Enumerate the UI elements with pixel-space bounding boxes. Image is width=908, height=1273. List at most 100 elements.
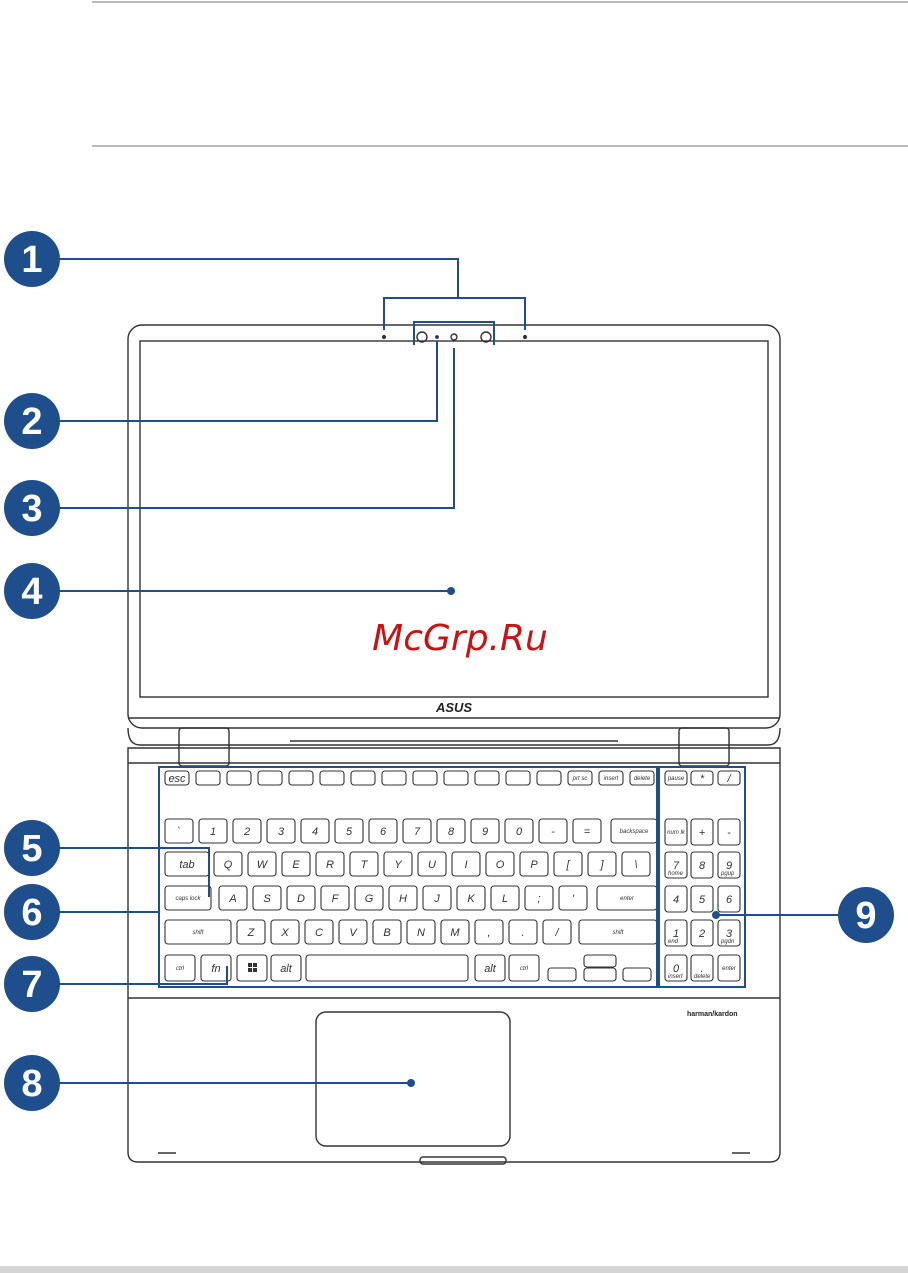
number-key-1[interactable]: 1	[198, 818, 228, 844]
right-arrow-key[interactable]	[622, 967, 652, 982]
right-alt-key[interactable]: alt	[474, 954, 506, 982]
numpad-key-5-1[interactable]: .delete	[690, 954, 714, 982]
fn-key-11[interactable]	[505, 770, 531, 786]
key-zxcv-1[interactable]: Z	[236, 919, 266, 945]
left-alt-key[interactable]: alt	[270, 954, 302, 982]
fn-key-15[interactable]: delete	[629, 770, 655, 786]
key-7[interactable]: J	[422, 885, 452, 911]
mic-left-icon	[381, 334, 387, 340]
fn-key[interactable]: fn	[200, 954, 232, 982]
key-8[interactable]: K	[456, 885, 486, 911]
fn-key-9[interactable]	[443, 770, 469, 786]
tab-key[interactable]: tab	[164, 851, 210, 877]
numpad-multiply-key[interactable]: *	[690, 770, 714, 786]
left-ctrl-key[interactable]: ctrl	[164, 954, 196, 982]
letter-key-r[interactable]: R	[315, 851, 345, 877]
key-zxcv-8[interactable]: ,	[474, 919, 504, 945]
numpad-key-1-2[interactable]: -	[717, 818, 741, 846]
key-3[interactable]: D	[286, 885, 316, 911]
fn-key-4[interactable]	[288, 770, 314, 786]
key-6[interactable]: H	[388, 885, 418, 911]
touchpad[interactable]	[315, 1011, 511, 1147]
letter-key-\[interactable]: \	[621, 851, 651, 877]
key-2[interactable]: S	[252, 885, 282, 911]
fn-key-12[interactable]	[536, 770, 562, 786]
fn-key-0[interactable]: esc	[164, 770, 190, 786]
letter-key-i-label: I	[464, 859, 467, 871]
letter-key-e[interactable]: E	[281, 851, 311, 877]
key-zxcv-2[interactable]: X	[270, 919, 300, 945]
number-key-9[interactable]: 9	[470, 818, 500, 844]
number-key-0[interactable]: `	[164, 818, 194, 844]
fn-key-7[interactable]	[381, 770, 407, 786]
number-key-3[interactable]: 3	[266, 818, 296, 844]
number-key-11[interactable]: -	[538, 818, 568, 844]
number-key-2[interactable]: 2	[232, 818, 262, 844]
left-arrow-key[interactable]	[547, 967, 577, 982]
numpad-divide-key[interactable]: /	[717, 770, 741, 786]
enter-key[interactable]: enter	[596, 885, 658, 911]
fn-key-6[interactable]	[350, 770, 376, 786]
number-key-7[interactable]: 7	[402, 818, 432, 844]
key-zxcv-5[interactable]: B	[372, 919, 402, 945]
number-key-4[interactable]: 4	[300, 818, 330, 844]
numpad-key-1-0[interactable]: num lk	[664, 818, 688, 846]
right-shift-key[interactable]: shift	[578, 919, 658, 945]
letter-key-w[interactable]: W	[247, 851, 277, 877]
key-1[interactable]: A	[218, 885, 248, 911]
letter-key-[[interactable]: [	[553, 851, 583, 877]
letter-key-q[interactable]: Q	[213, 851, 243, 877]
number-key-8[interactable]: 8	[436, 818, 466, 844]
key-4[interactable]: F	[320, 885, 350, 911]
key-zxcv-10[interactable]: /	[542, 919, 572, 945]
numpad-key-5-2[interactable]: enter	[717, 954, 741, 982]
number-key-12[interactable]: =	[572, 818, 602, 844]
letter-key-y[interactable]: Y	[383, 851, 413, 877]
pause-key[interactable]: pause	[664, 770, 688, 786]
key-zxcv-9[interactable]: .	[508, 919, 538, 945]
spacebar-key[interactable]	[305, 954, 469, 982]
fn-key-5[interactable]	[319, 770, 345, 786]
up-arrow-key[interactable]	[583, 954, 617, 968]
key-5[interactable]: G	[354, 885, 384, 911]
letter-key-u[interactable]: U	[417, 851, 447, 877]
number-key-5[interactable]: 5	[334, 818, 364, 844]
key-zxcv-6[interactable]: N	[406, 919, 436, 945]
numpad-key-3-0[interactable]: 4	[664, 885, 688, 913]
numpad-key-4-1[interactable]: 2	[690, 919, 714, 947]
fn-key-14[interactable]: insert	[598, 770, 624, 786]
fn-key-2[interactable]	[226, 770, 252, 786]
key-zxcv-3[interactable]: C	[304, 919, 334, 945]
letter-key-o[interactable]: O	[485, 851, 515, 877]
left-shift-key[interactable]: shift	[164, 919, 232, 945]
caps-lock-key[interactable]: caps lock	[164, 885, 212, 911]
fn-key-13[interactable]: prt sc	[567, 770, 593, 786]
fn-key-8[interactable]	[412, 770, 438, 786]
letter-key-t[interactable]: T	[349, 851, 379, 877]
backspace-key[interactable]: backspace	[610, 818, 658, 844]
numpad-key-1-1[interactable]: +	[690, 818, 714, 846]
letter-key-p[interactable]: P	[519, 851, 549, 877]
number-key-10[interactable]: 0	[504, 818, 534, 844]
numpad-key-2-1[interactable]: 8	[690, 851, 714, 879]
numpad-key-3-1[interactable]: 5	[690, 885, 714, 913]
number-key-6[interactable]: 6	[368, 818, 398, 844]
numpad-key-3-2[interactable]: 6	[717, 885, 741, 913]
fn-key-3[interactable]	[257, 770, 283, 786]
key-9[interactable]: L	[490, 885, 520, 911]
fn-key-10[interactable]	[474, 770, 500, 786]
key-10[interactable]: ;	[524, 885, 554, 911]
key-11[interactable]: '	[558, 885, 588, 911]
letter-key-i[interactable]: I	[451, 851, 481, 877]
fn-key-1[interactable]	[195, 770, 221, 786]
down-arrow-key[interactable]	[583, 967, 617, 982]
key-zxcv-7[interactable]: M	[440, 919, 470, 945]
key-zxcv-4[interactable]: V	[338, 919, 368, 945]
right-ctrl-key[interactable]: ctrl	[508, 954, 540, 982]
letter-key-][interactable]: ]	[587, 851, 617, 877]
